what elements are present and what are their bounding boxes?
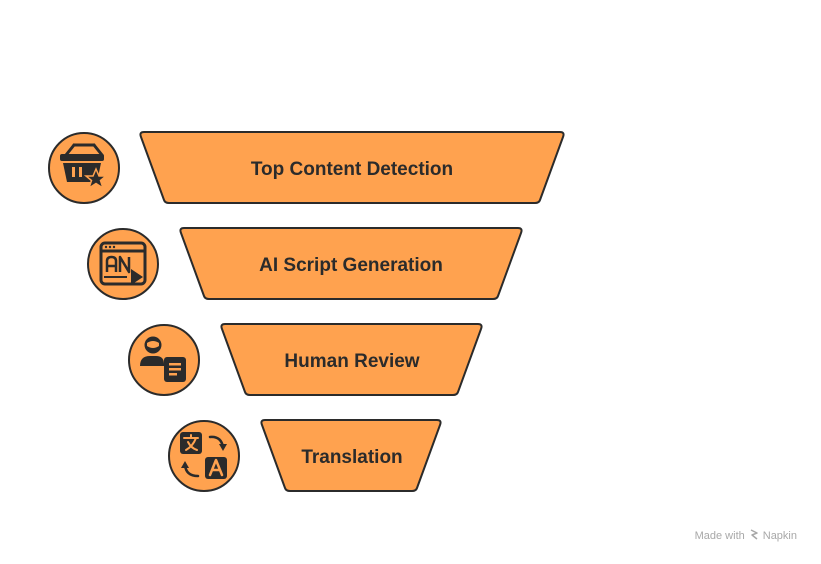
- watermark: Made with Napkin: [695, 529, 797, 543]
- stage-label-1: Top Content Detection: [251, 159, 453, 180]
- stage-label-2: AI Script Generation: [259, 255, 443, 276]
- watermark-brand: Napkin: [762, 530, 797, 542]
- stage-label-4: Translation: [301, 447, 402, 468]
- funnel-stage-3: Human Review: [128, 323, 483, 396]
- funnel-stage-2: AI Script Generation: [87, 227, 523, 300]
- funnel-band-3: [220, 323, 483, 396]
- translate-icon: [168, 420, 240, 492]
- funnel-band-2: [179, 227, 523, 300]
- funnel-band-4: [260, 419, 442, 492]
- stage-label-3: Human Review: [284, 351, 419, 372]
- basket-star-icon: [48, 132, 120, 204]
- funnel-stage-1: Top Content Detection: [48, 131, 565, 204]
- reviewer-document-icon: [128, 324, 200, 396]
- ai-video-icon: [87, 228, 159, 300]
- watermark-prefix: Made with: [694, 530, 745, 542]
- funnel-stage-4: Translation: [168, 419, 442, 492]
- funnel-band-1: [139, 131, 565, 204]
- napkin-logo-icon: [749, 529, 759, 543]
